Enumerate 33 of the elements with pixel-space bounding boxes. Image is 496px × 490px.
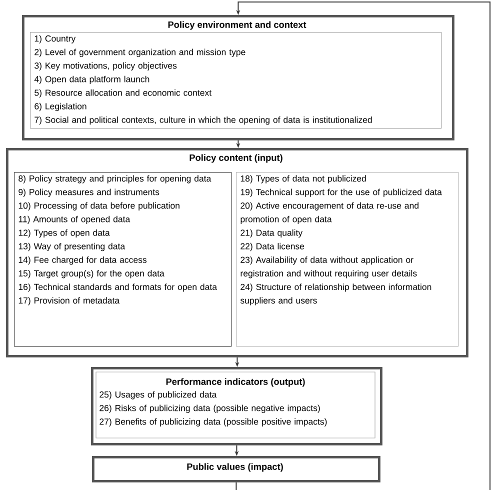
- list-item: 20) Active encouragement of data re-use and promotion of open data: [240, 202, 418, 224]
- list-item: 12) Types of open data: [18, 229, 110, 238]
- list-box: [14, 172, 232, 347]
- list-item: 24) Structure of relationship between information suppliers and users: [240, 284, 432, 306]
- list-item: 23) Availability of data without application or registration and without requiring user details: [240, 256, 417, 278]
- impact-box: Public values (impact): [92, 456, 380, 482]
- list-item: 2) Level of government organization and mission type: [34, 48, 246, 57]
- list-item: 7) Social and political contexts, culture in which the opening of data is institutionalized: [34, 116, 372, 125]
- arrow: [236, 2, 490, 490]
- list-item: 14) Fee charged for data access: [18, 256, 147, 265]
- list-item: 26) Risks of publicizing data (possible negative impacts): [100, 404, 320, 413]
- list-item: 19) Technical support for the use of publicized data: [240, 188, 442, 197]
- list-item: 11) Amounts of opened data: [18, 216, 130, 224]
- list-box: [30, 32, 442, 129]
- list-item: 4) Open data platform launch: [34, 76, 150, 84]
- list-item: 8) Policy strategy and principles for opening data: [18, 175, 212, 184]
- list-item: 18) Types of data not publicized: [240, 175, 366, 184]
- list-item: 21) Data quality: [240, 229, 303, 238]
- list-item: 3) Key motivations, policy objectives: [34, 62, 177, 70]
- list-item: 22) Data license: [240, 242, 304, 252]
- list-item: 27) Benefits of publicizing data (possible positive impacts): [100, 418, 327, 426]
- list-item: 17) Provision of metadata: [18, 297, 120, 306]
- list-item: 5) Resource allocation and economic context: [34, 89, 212, 98]
- list-item: 10) Processing of data before publication: [18, 202, 180, 210]
- list-item: 1) Country: [34, 35, 76, 44]
- list-item: 16) Technical standards and formats for open data: [18, 284, 217, 292]
- list-item: 15) Target group(s) for the open data: [18, 270, 164, 278]
- list-box: [236, 172, 459, 347]
- list-item: 13) Way of presenting data: [18, 242, 126, 252]
- list-item: 9) Policy measures and instruments: [18, 188, 160, 197]
- list-item: 6) Legislation: [34, 102, 86, 112]
- list-item: 25) Usages of publicized data: [100, 391, 217, 400]
- output-box: Performance indicators (output) 25) Usages of publicized data 26) Risks of publicizing data (possible negative impacts) 27) Benefits of publicizing data (possible positive impacts): [91, 367, 382, 446]
